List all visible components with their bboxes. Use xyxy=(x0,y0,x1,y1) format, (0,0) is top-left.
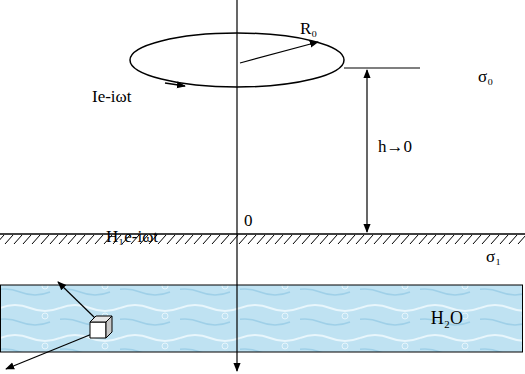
ground-surface xyxy=(0,233,525,235)
volume-element-cube xyxy=(90,316,112,338)
hatch-stroke xyxy=(428,235,436,244)
hatch-stroke xyxy=(302,235,310,244)
hatch-stroke xyxy=(221,235,229,244)
hatch-stroke xyxy=(500,235,508,244)
hatch-stroke xyxy=(446,235,454,244)
hatch-stroke xyxy=(437,235,445,244)
current-label: Ie-iωt xyxy=(92,88,132,107)
hatch-stroke xyxy=(32,235,40,244)
hatch-stroke xyxy=(212,235,220,244)
hatch-stroke xyxy=(86,235,94,244)
hatch-stroke xyxy=(68,235,76,244)
hatch-stroke xyxy=(320,235,328,244)
hatch-stroke xyxy=(455,235,463,244)
hatch-stroke xyxy=(464,235,472,244)
hatch-stroke xyxy=(275,235,283,244)
water-layer: H₂O xyxy=(0,285,523,352)
hatch-stroke xyxy=(23,235,31,244)
hatch-stroke xyxy=(14,235,22,244)
conductivity-label: σ₀ xyxy=(478,68,493,87)
current-loop xyxy=(130,33,344,87)
field-label: H₁e-iωt xyxy=(106,228,158,247)
origin-label: 0 xyxy=(244,212,253,231)
z-axis xyxy=(236,0,237,371)
hatch-stroke xyxy=(419,235,427,244)
hatch-stroke xyxy=(41,235,49,244)
hatch-stroke xyxy=(50,235,58,244)
hatch-stroke xyxy=(374,235,382,244)
hatch-stroke xyxy=(239,235,247,244)
hatch-stroke xyxy=(203,235,211,244)
conductivity-label: σ₁ xyxy=(486,248,501,267)
height-label: h→0 xyxy=(378,138,412,157)
layer-label: H₂O xyxy=(431,309,463,329)
hatch-stroke xyxy=(0,235,4,244)
hatch-stroke xyxy=(185,235,193,244)
radius-arrow xyxy=(240,42,318,63)
loop-level-line xyxy=(344,67,420,68)
hatch-stroke xyxy=(365,235,373,244)
hatch-stroke xyxy=(311,235,319,244)
hatch-stroke xyxy=(491,235,499,244)
hatch-stroke xyxy=(248,235,256,244)
hatch-stroke xyxy=(293,235,301,244)
hatch-stroke xyxy=(95,235,103,244)
hatch-stroke xyxy=(5,235,13,244)
hatch-stroke xyxy=(257,235,265,244)
hatch-stroke xyxy=(356,235,364,244)
hatch-stroke xyxy=(347,235,355,244)
water-band xyxy=(1,285,523,352)
current-direction-arrow xyxy=(165,83,185,86)
hatch-stroke xyxy=(473,235,481,244)
hatch-stroke xyxy=(59,235,67,244)
hatch-stroke xyxy=(392,235,400,244)
hatch-stroke xyxy=(167,235,175,244)
hatch-stroke xyxy=(266,235,274,244)
hatch-stroke xyxy=(284,235,292,244)
hatch-stroke xyxy=(176,235,184,244)
hatch-stroke xyxy=(158,235,166,244)
ground-hatching xyxy=(0,235,525,244)
hatch-stroke xyxy=(482,235,490,244)
hatch-stroke xyxy=(518,235,525,244)
hatch-stroke xyxy=(338,235,346,244)
hatch-stroke xyxy=(410,235,418,244)
hatch-stroke xyxy=(383,235,391,244)
hatch-stroke xyxy=(329,235,337,244)
height-dimension xyxy=(366,70,367,232)
hatch-stroke xyxy=(77,235,85,244)
field-arrow xyxy=(58,282,95,318)
hatch-stroke xyxy=(509,235,517,244)
field-arrow xyxy=(6,334,92,369)
hatch-stroke xyxy=(194,235,202,244)
hatch-stroke xyxy=(401,235,409,244)
radius-label: R₀ xyxy=(300,20,317,39)
